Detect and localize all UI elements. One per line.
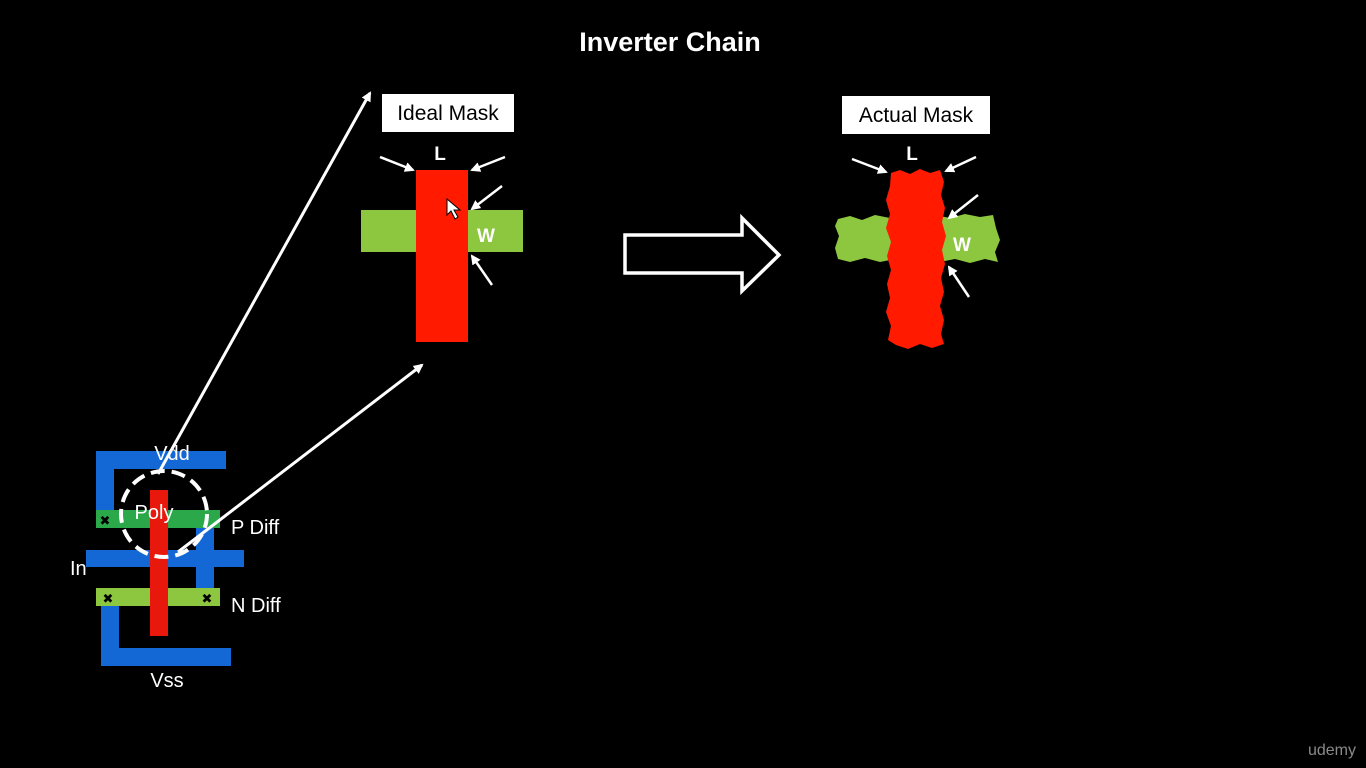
actual-width-label: W: [953, 235, 971, 256]
ideal-poly: [416, 170, 468, 342]
vss-label: Vss: [150, 670, 183, 692]
udemy-watermark: udemy: [1307, 742, 1356, 759]
contact-mark: ✖: [103, 592, 114, 607]
contact-mark: ✖: [202, 592, 213, 607]
p-diff-label: P Diff: [231, 517, 280, 539]
inverter-layout: ✖ ✖ ✖ Vdd Poly P Diff In N Diff Vss: [70, 443, 281, 692]
ideal-length-arrow-left: [379, 155, 415, 172]
actual-poly: [886, 169, 946, 349]
ideal-length-arrow-right: [470, 155, 506, 172]
ideal-width-arrow-top: [470, 185, 503, 211]
vdd-metal-rail: [96, 451, 226, 512]
actual-mask: Actual Mask L W: [835, 96, 1000, 349]
ideal-length-label: L: [434, 144, 446, 165]
ideal-mask-label: Ideal Mask: [397, 102, 499, 125]
ideal-mask-label-box: [382, 94, 514, 132]
actual-width-arrow-top: [947, 194, 979, 220]
actual-length-arrow-right: [944, 155, 977, 173]
mouse-cursor-icon: [446, 197, 462, 220]
ideal-width-arrow-bottom: [470, 254, 494, 286]
actual-length-arrow-left: [851, 157, 888, 174]
contact-mark: ✖: [100, 514, 111, 529]
zoom-region-circle: [119, 469, 209, 559]
input-label: In: [70, 558, 87, 580]
zoom-line-upper: [156, 91, 372, 475]
n-diff-label: N Diff: [231, 595, 281, 617]
poly-label: Poly: [135, 502, 174, 524]
vdd-label: Vdd: [154, 443, 190, 465]
zoom-line-lower: [177, 363, 424, 554]
transform-arrow-icon: [623, 213, 782, 296]
ideal-width-label: W: [477, 226, 495, 247]
actual-mask-label-box: [842, 96, 990, 134]
ideal-mask: Ideal Mask L W: [361, 94, 523, 342]
slide-title: Inverter Chain: [579, 27, 761, 57]
actual-width-arrow-bottom: [947, 265, 971, 298]
actual-length-label: L: [906, 144, 918, 165]
poly-gate: [150, 490, 168, 636]
vss-metal-rail: [101, 600, 231, 666]
actual-mask-label: Actual Mask: [859, 104, 974, 127]
